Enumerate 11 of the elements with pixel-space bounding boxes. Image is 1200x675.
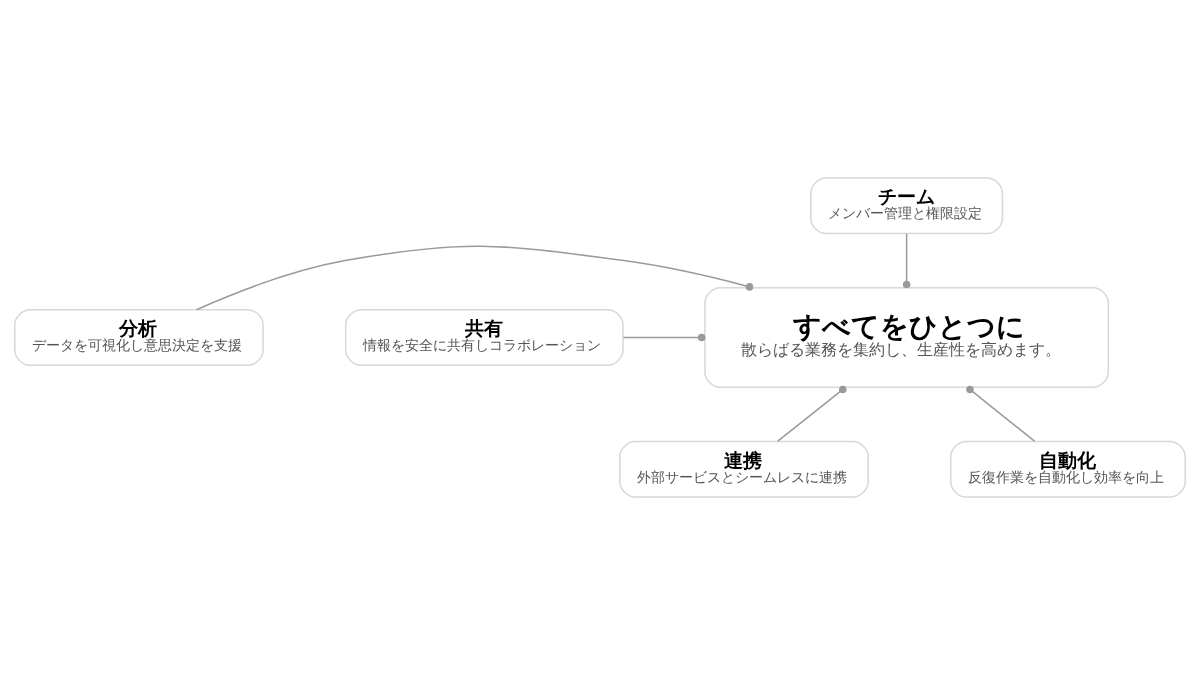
connector: [195, 245, 754, 311]
node-box: 自動化 反復作業を自動化し効率を向上: [950, 440, 1186, 498]
connector: [622, 333, 706, 342]
node-box: 分析 データを可視化し意思決定を支援: [14, 309, 264, 366]
connector: [777, 385, 847, 442]
node-box: 連携 外部サービスとシームレスに連携: [619, 440, 869, 498]
connector: [966, 385, 1036, 442]
node-box: 共有 情報を安全に共有しコラボレーション: [344, 309, 624, 366]
node-box: すべてをひとつに 散らばる業務を集約し、生産性を高めます。: [704, 286, 1110, 389]
node-box: チーム メンバー管理と権限設定: [810, 177, 1004, 235]
connector: [902, 233, 911, 289]
